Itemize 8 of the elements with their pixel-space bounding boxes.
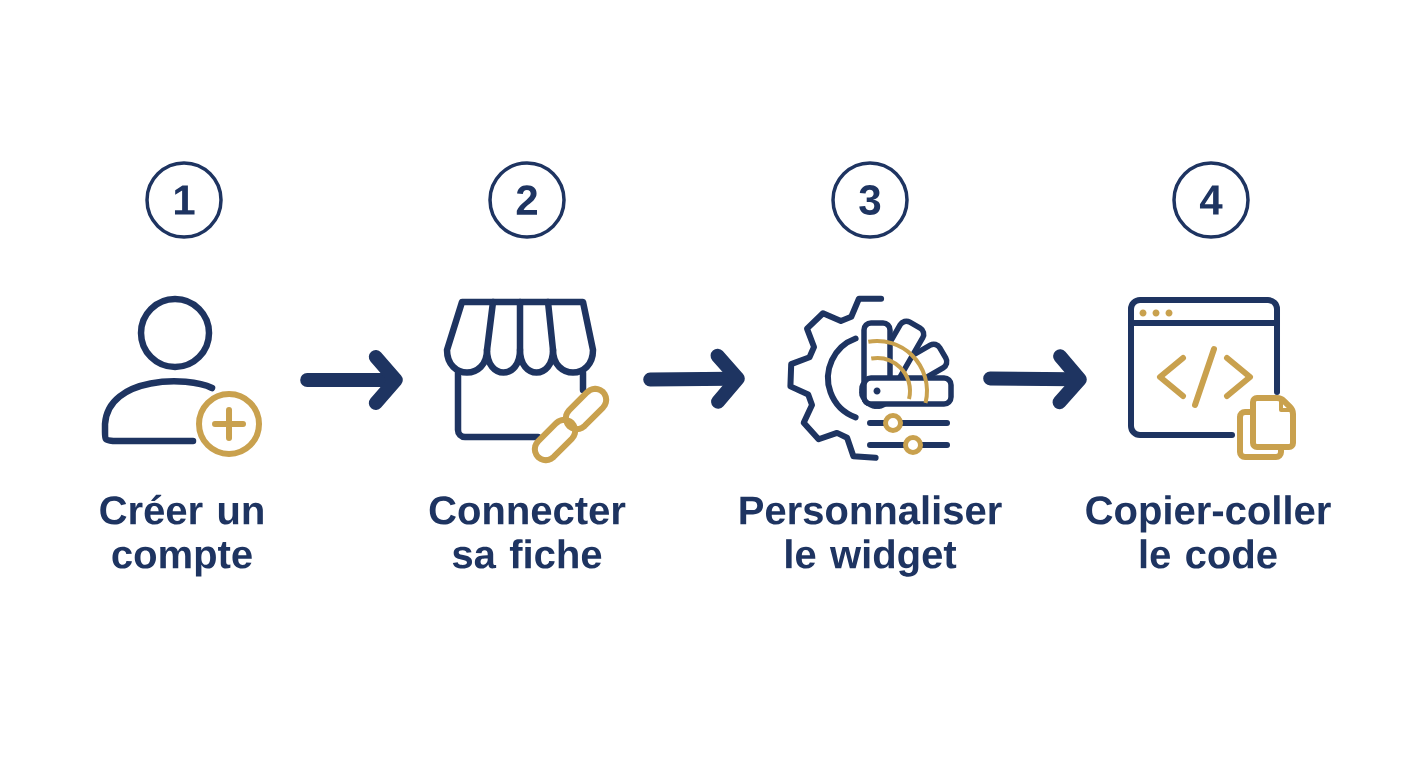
step-label: Créer un compte (100, 494, 263, 577)
gear-swatch-icon (787, 295, 954, 461)
code-window-icon (1128, 297, 1296, 460)
person-plus-icon (101, 295, 262, 457)
step-label: Copier-coller le code (1086, 495, 1331, 569)
step-label: Connecter sa fiche (429, 496, 626, 569)
shop-chain-icon (443, 298, 610, 464)
step-label: Personnaliser le widget (740, 495, 1002, 577)
